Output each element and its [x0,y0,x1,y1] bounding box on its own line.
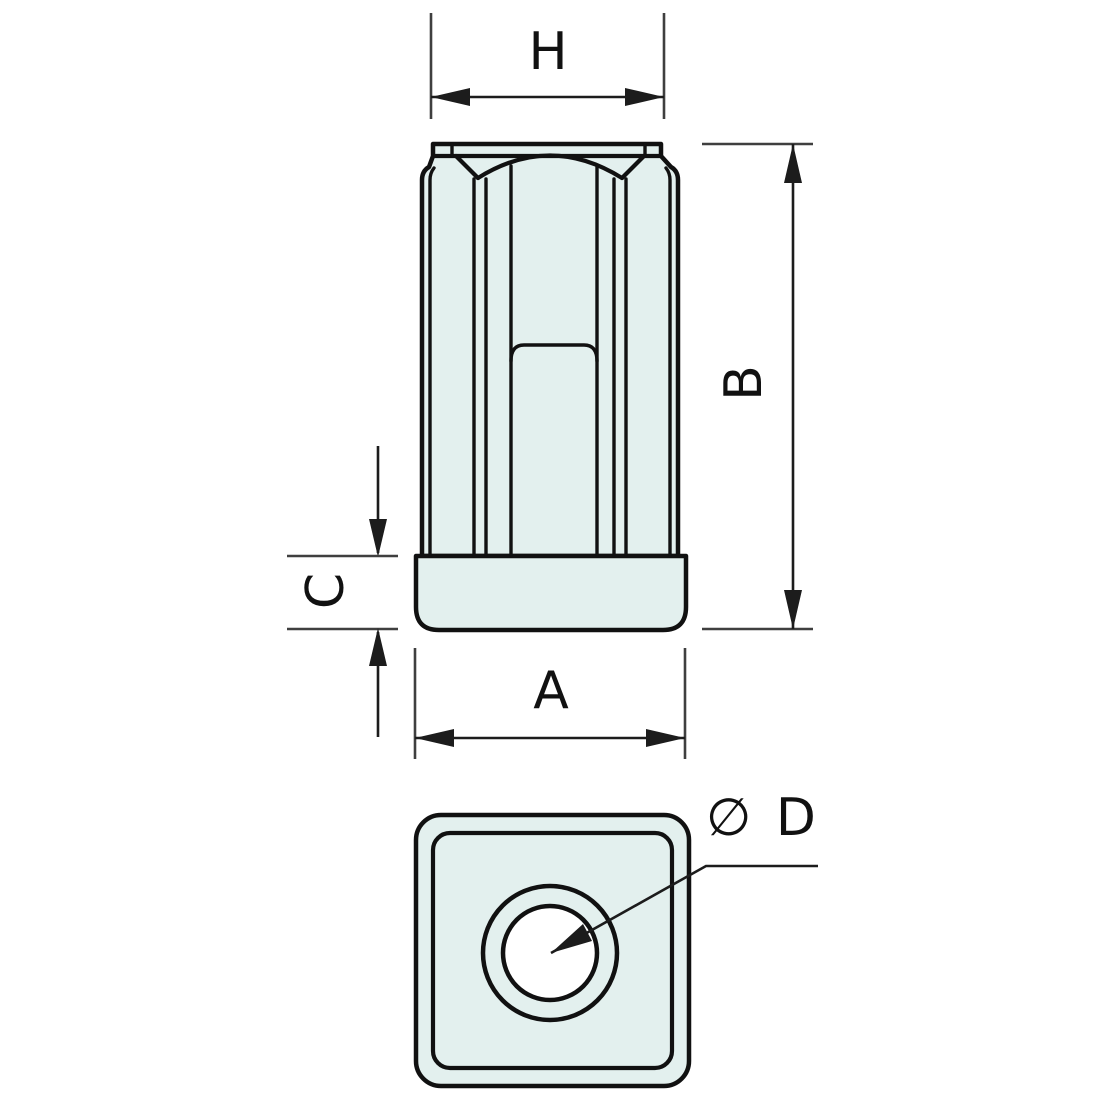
hole-inner-circle [500,903,600,1003]
base-flange [413,553,689,633]
arrowhead-right [625,88,664,106]
leader-arrowhead [551,924,592,953]
bottom-view [413,812,818,1089]
arrowhead-left [431,88,470,106]
dimension-B [702,142,813,631]
dim-label-C: C [296,572,356,610]
leader-D [550,864,818,955]
arrowhead-left [415,729,454,747]
inner-square [430,830,675,1071]
arrowhead-top [784,144,802,183]
fin-inner-left [428,166,436,558]
dim-label-A: A [533,661,569,721]
insert-body [413,141,689,633]
arrowhead-bottom [784,590,802,629]
front-view [287,13,813,759]
body-detail-lines [428,142,672,558]
leader-line [550,864,818,955]
panel-divider [509,343,599,363]
chamfer-left [453,153,481,181]
arrowhead-right [646,729,685,747]
dim-label-diameter-D: ∅ D [706,788,816,848]
dome-arc [475,153,625,181]
arrowhead-up [369,628,387,666]
dim-label-H: H [528,22,568,82]
body-silhouette [419,141,681,559]
chamfer-right [619,153,647,181]
fin-inner-right [664,166,672,558]
dimension-H [429,13,666,119]
arrowhead-down [369,519,387,557]
dimension-C [287,446,398,737]
dimension-A [413,648,687,759]
dim-label-B: B [714,365,774,401]
